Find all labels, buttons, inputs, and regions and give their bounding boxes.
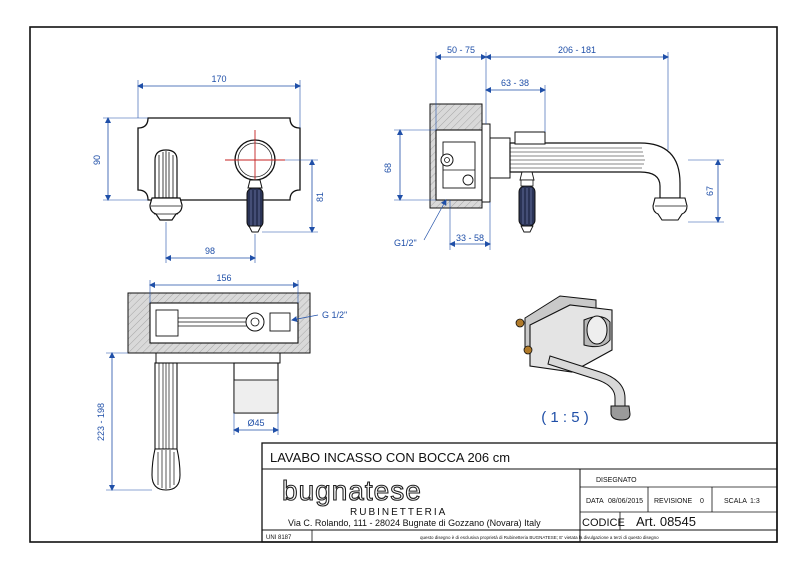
isometric-view [515, 295, 631, 421]
dim-side-top-right: 206 - 181 [558, 45, 596, 55]
isometric-scale-note: ( 1 : 5 ) [541, 409, 589, 426]
dim-side-top-left: 50 - 75 [447, 45, 475, 55]
dim-side-thread: G1/2" [394, 238, 417, 248]
dim-top-depth: 223 - 198 [96, 403, 106, 441]
company-address: Via C. Rolando, 111 - 28024 Bugnate di G… [288, 518, 541, 528]
codice-value: Art. 08545 [636, 514, 696, 529]
brand-logo-text: bugnatese [282, 475, 422, 506]
codice-label: CODICE [582, 517, 625, 529]
dim-top-diameter: Ø45 [247, 418, 264, 428]
data-label: DATA [586, 498, 604, 505]
data-value: 08/06/2015 [608, 498, 643, 505]
dim-front-width: 170 [211, 74, 226, 84]
dim-side-inner: 63 - 38 [501, 78, 529, 88]
title-block [261, 442, 778, 543]
dim-front-height: 90 [92, 155, 102, 165]
brand-subtitle: RUBINETTERIA [350, 507, 447, 518]
dim-side-bottom: 33 - 58 [456, 233, 484, 243]
top-view-dimensions: 156 G 1/2" 223 - 198 Ø45 [96, 273, 347, 491]
dim-front-lever-height: 81 [315, 192, 325, 202]
disclaimer-text: questo disegno è di esclusiva proprietà … [420, 535, 659, 540]
front-view-dimensions: 170 90 81 98 [92, 74, 325, 263]
dim-side-right-height: 67 [705, 186, 715, 196]
dim-top-width: 156 [216, 273, 231, 283]
dim-front-offset: 98 [205, 246, 215, 256]
side-view-dimensions: 50 - 75 206 - 181 63 - 38 68 67 33 - 58 … [383, 45, 724, 250]
dim-side-left-height: 68 [383, 163, 393, 173]
product-title: LAVABO INCASSO CON BOCCA 206 cm [270, 450, 510, 465]
front-view [137, 117, 301, 233]
side-view [429, 103, 688, 233]
scala-label: SCALA [724, 498, 747, 505]
top-view [127, 292, 311, 491]
disegnato-label: DISEGNATO [596, 477, 637, 484]
revisione-value: 0 [700, 498, 704, 505]
revisione-label: REVISIONE [654, 498, 692, 505]
uni-label: UNI 8187 [266, 535, 292, 541]
dim-top-thread: G 1/2" [322, 310, 347, 320]
scala-value: 1:3 [750, 498, 760, 505]
